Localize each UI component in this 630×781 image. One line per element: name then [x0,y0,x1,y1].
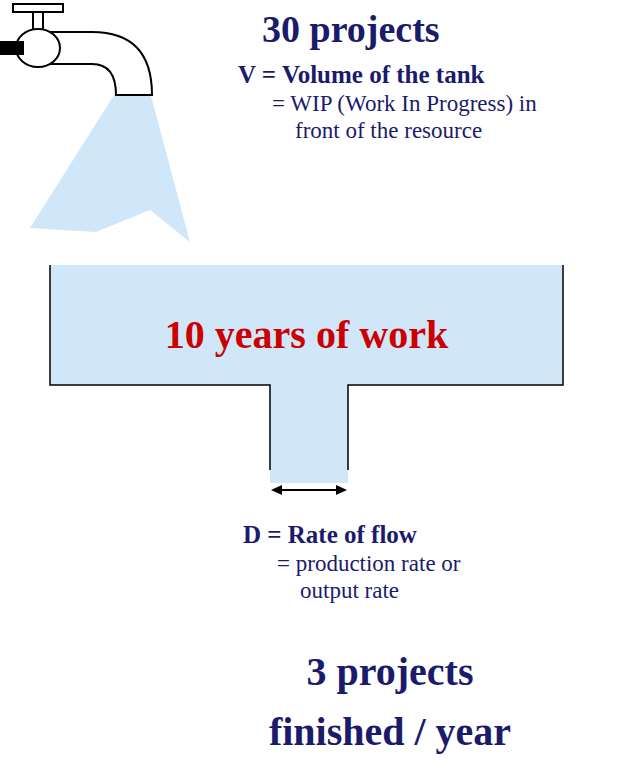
definition-label: V = Volume of the tank [238,60,484,90]
faucet-handle [13,4,63,12]
definition-label: D = Rate of flow [243,520,417,550]
quantity-label: 30 projects [262,6,440,52]
tank-water [50,265,563,483]
tank-wall [50,265,563,470]
faucet-spout [50,32,152,95]
tank-outline [50,262,563,490]
quantity-label: 3 projects finished / year [250,642,530,762]
arrow-head [271,485,282,495]
faucet-inlet [0,41,24,55]
definition-note: = production rate or output rate [277,550,468,604]
width-arrow [280,489,338,491]
water-stream [30,92,190,242]
tank-content-text: 10 years of work [50,262,563,359]
arrow-head [336,485,347,495]
definition-note: = WIP (Work In Progress) in front of the… [272,90,551,144]
tank: 10 years of work [50,262,563,490]
